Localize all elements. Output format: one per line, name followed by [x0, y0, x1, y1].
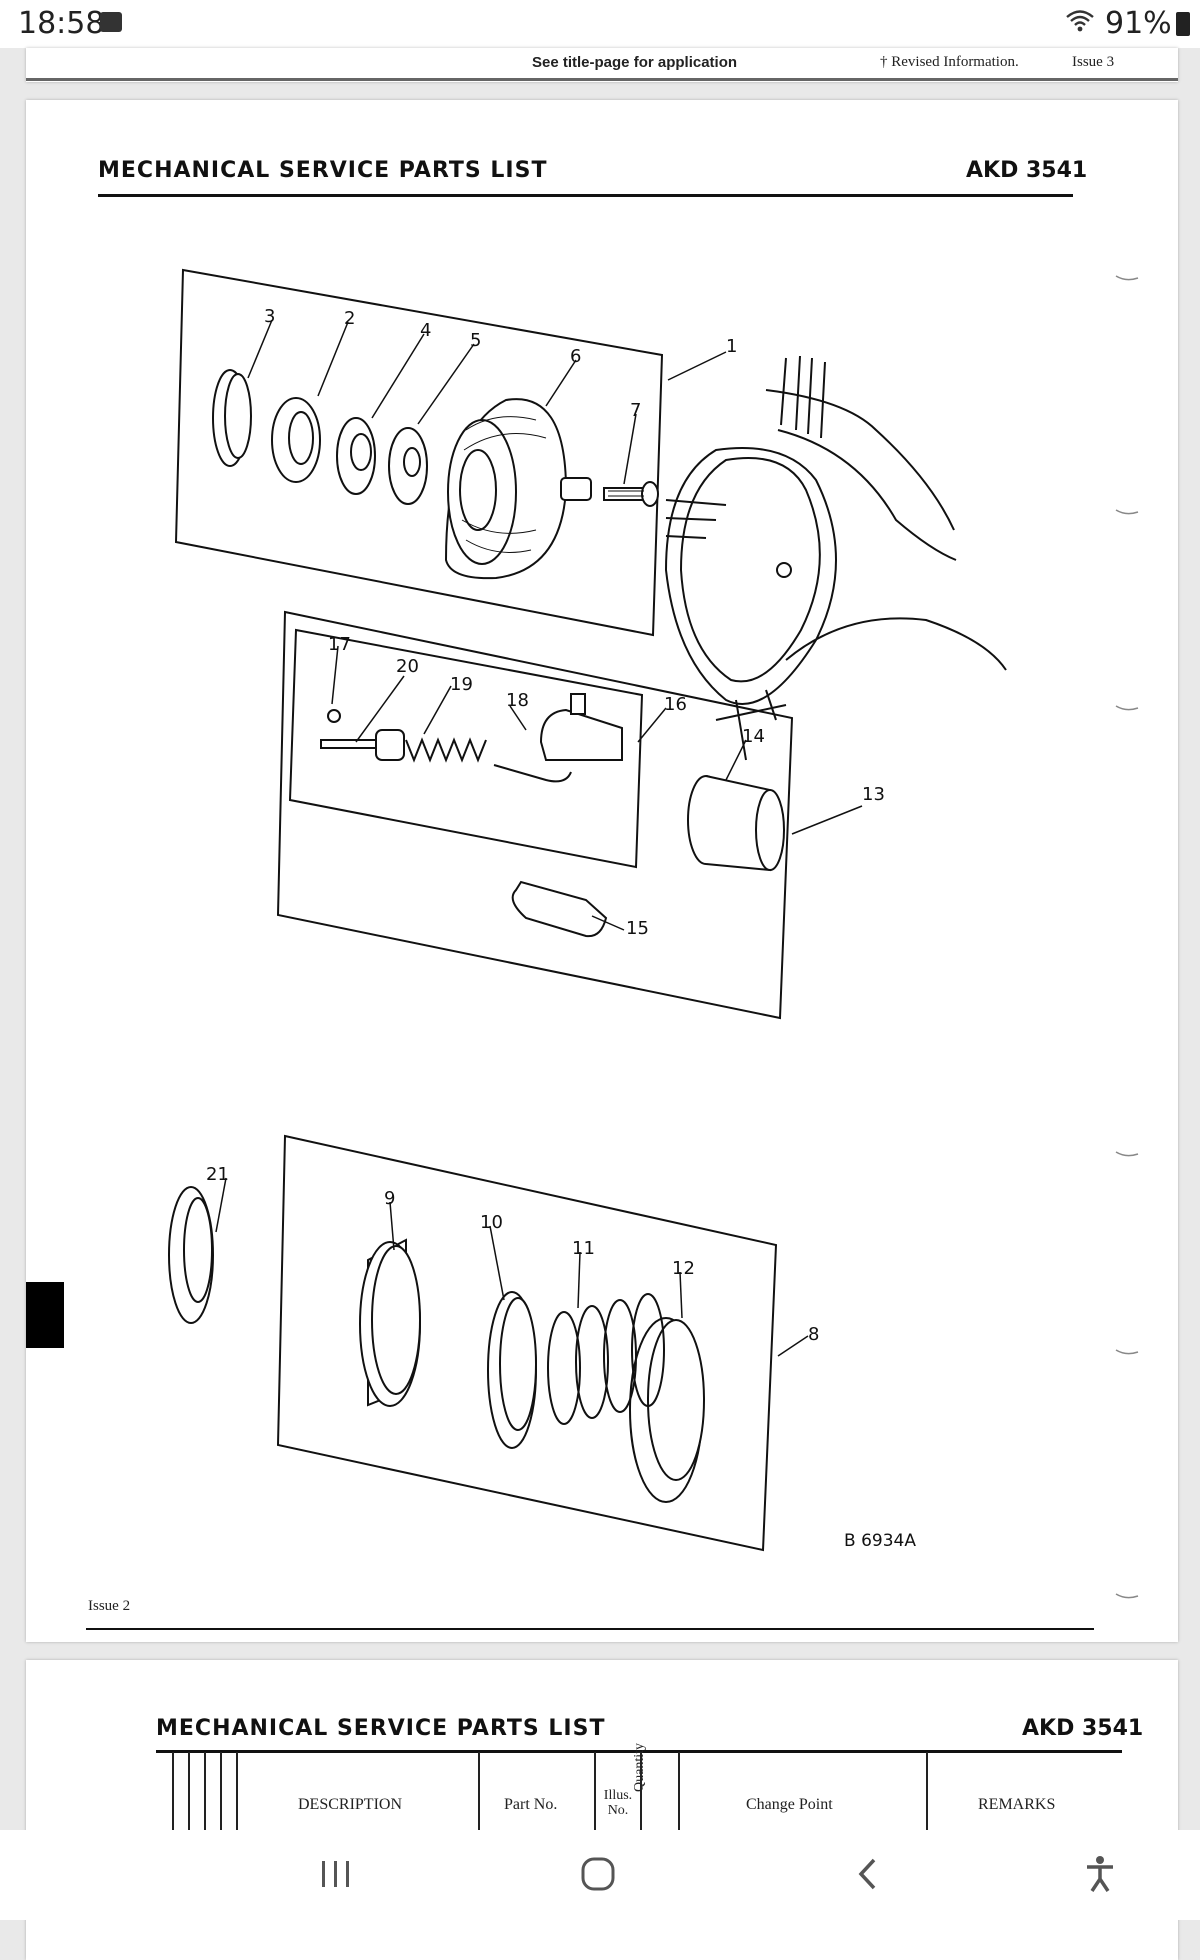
page-marker-tab — [26, 1282, 64, 1348]
callout-11: 11 — [572, 1238, 595, 1259]
gallery-icon — [100, 12, 122, 32]
callout-17: 17 — [328, 634, 351, 655]
exploded-parts-diagram: 1 2 3 4 5 6 7 8 9 10 11 12 13 14 15 16 1… — [168, 268, 1139, 1599]
document-code: AKD 3541 — [1022, 1716, 1144, 1741]
column-divider — [926, 1752, 928, 1842]
panel-assembly-13 — [276, 610, 794, 1020]
accessibility-icon[interactable] — [1070, 1846, 1130, 1902]
wifi-icon — [1065, 8, 1095, 41]
callout-8: 8 — [808, 1324, 819, 1345]
panel-assembly-8 — [276, 1134, 778, 1552]
callout-19: 19 — [450, 674, 473, 695]
column-change-point: Change Point — [746, 1796, 833, 1813]
issue-label: Issue 3 — [1072, 54, 1115, 70]
part-20-pin — [320, 739, 382, 749]
column-illus-no: Illus. No. — [603, 1788, 633, 1818]
callout-13: 13 — [862, 784, 885, 805]
back-icon[interactable] — [838, 1846, 898, 1902]
application-note: See title-page for application — [532, 54, 738, 71]
previous-page: See title-page for application † Revised… — [26, 48, 1178, 82]
column-divider — [640, 1752, 642, 1842]
column-divider — [188, 1752, 190, 1842]
callout-16: 16 — [664, 694, 687, 715]
column-divider — [678, 1752, 680, 1842]
home-icon[interactable] — [568, 1846, 628, 1902]
navigation-bar — [0, 1830, 1200, 1920]
callout-7: 7 — [630, 400, 641, 421]
callout-1: 1 — [726, 336, 737, 357]
part-19-spring-plunger — [375, 729, 405, 761]
header-rule — [156, 1750, 1122, 1753]
figure-reference: B 6934A — [844, 1531, 916, 1551]
part-18-housing — [539, 708, 623, 761]
part-15-shim — [511, 880, 608, 938]
callout-5: 5 — [470, 330, 481, 351]
column-part-no: Part No. — [504, 1796, 558, 1813]
battery-icon — [1176, 12, 1190, 36]
callout-20: 20 — [396, 656, 419, 677]
column-quantity: Quantity — [632, 1743, 647, 1792]
callout-21: 21 — [206, 1164, 229, 1185]
battery-percent: 91% — [1105, 6, 1172, 41]
panel-assembly-16 — [288, 628, 644, 869]
steering-column — [664, 355, 1007, 761]
document-code: AKD 3541 — [966, 158, 1088, 183]
column-divider — [594, 1752, 596, 1842]
callout-10: 10 — [480, 1212, 503, 1233]
part-11-spring — [547, 1293, 665, 1425]
callout-9: 9 — [384, 1188, 395, 1209]
column-description: DESCRIPTION — [298, 1796, 403, 1813]
part-17-circlip — [327, 709, 341, 723]
callout-6: 6 — [570, 346, 581, 367]
column-divider — [220, 1752, 222, 1842]
footer-rule — [86, 1628, 1094, 1630]
callout-15: 15 — [626, 918, 649, 939]
revised-note: † Revised Information. — [880, 54, 1019, 70]
status-bar: 18:58 91% — [0, 0, 1200, 48]
recents-icon[interactable] — [306, 1846, 366, 1902]
divider — [26, 78, 1178, 81]
column-divider — [204, 1752, 206, 1842]
callout-3: 3 — [264, 306, 275, 327]
column-divider — [478, 1752, 480, 1842]
header-rule — [98, 194, 1073, 197]
panel-assembly-1 — [174, 268, 664, 637]
issue-label: Issue 2 — [88, 1598, 131, 1614]
page-title: MECHANICAL SERVICE PARTS LIST — [156, 1716, 606, 1741]
column-divider — [236, 1752, 238, 1842]
page-title: MECHANICAL SERVICE PARTS LIST — [98, 158, 548, 183]
callout-14: 14 — [742, 726, 765, 747]
callout-4: 4 — [420, 320, 431, 341]
column-remarks: REMARKS — [978, 1796, 1056, 1813]
column-divider — [172, 1752, 174, 1842]
callout-2: 2 — [344, 308, 355, 329]
callout-12: 12 — [672, 1258, 695, 1279]
clock: 18:58 — [18, 6, 105, 41]
parts-diagram-page: MECHANICAL SERVICE PARTS LIST AKD 3541 — [26, 100, 1178, 1642]
callout-18: 18 — [506, 690, 529, 711]
